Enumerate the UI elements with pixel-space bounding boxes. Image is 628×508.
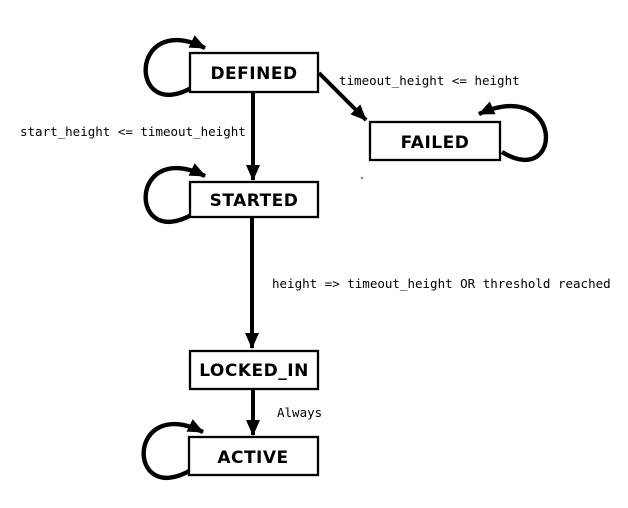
self-loop-active [141,419,204,480]
state-started: STARTED [188,180,320,219]
state-failed-label: FAILED [401,133,470,153]
transition-label-started-locked-in: height => timeout_height OR threshold re… [272,276,611,291]
state-active-label: ACTIVE [217,448,288,468]
transition-label-defined-started: start_height <= timeout_height [20,124,246,139]
state-started-label: STARTED [210,191,299,211]
state-active-box [187,435,320,477]
state-failed: FAILED [368,120,502,162]
state-active: ACTIVE [187,435,320,477]
edge-defined-to-failed [317,71,368,122]
state-locked-in: LOCKED_IN [188,349,320,391]
self-loop-started [143,163,206,224]
state-defined: DEFINED [188,51,320,94]
state-started-box [188,180,320,219]
self-loop-failed [478,101,549,162]
state-failed-box [368,120,502,162]
stray-dot [360,176,364,180]
transition-label-defined-failed: timeout_height <= height [339,73,520,88]
state-locked-in-box [188,349,320,391]
state-locked-in-label: LOCKED_IN [199,361,309,381]
self-loop-defined [143,35,206,97]
state-defined-label: DEFINED [210,64,297,84]
state-defined-box [188,51,320,94]
transition-label-locked-in-active: Always [277,405,322,420]
